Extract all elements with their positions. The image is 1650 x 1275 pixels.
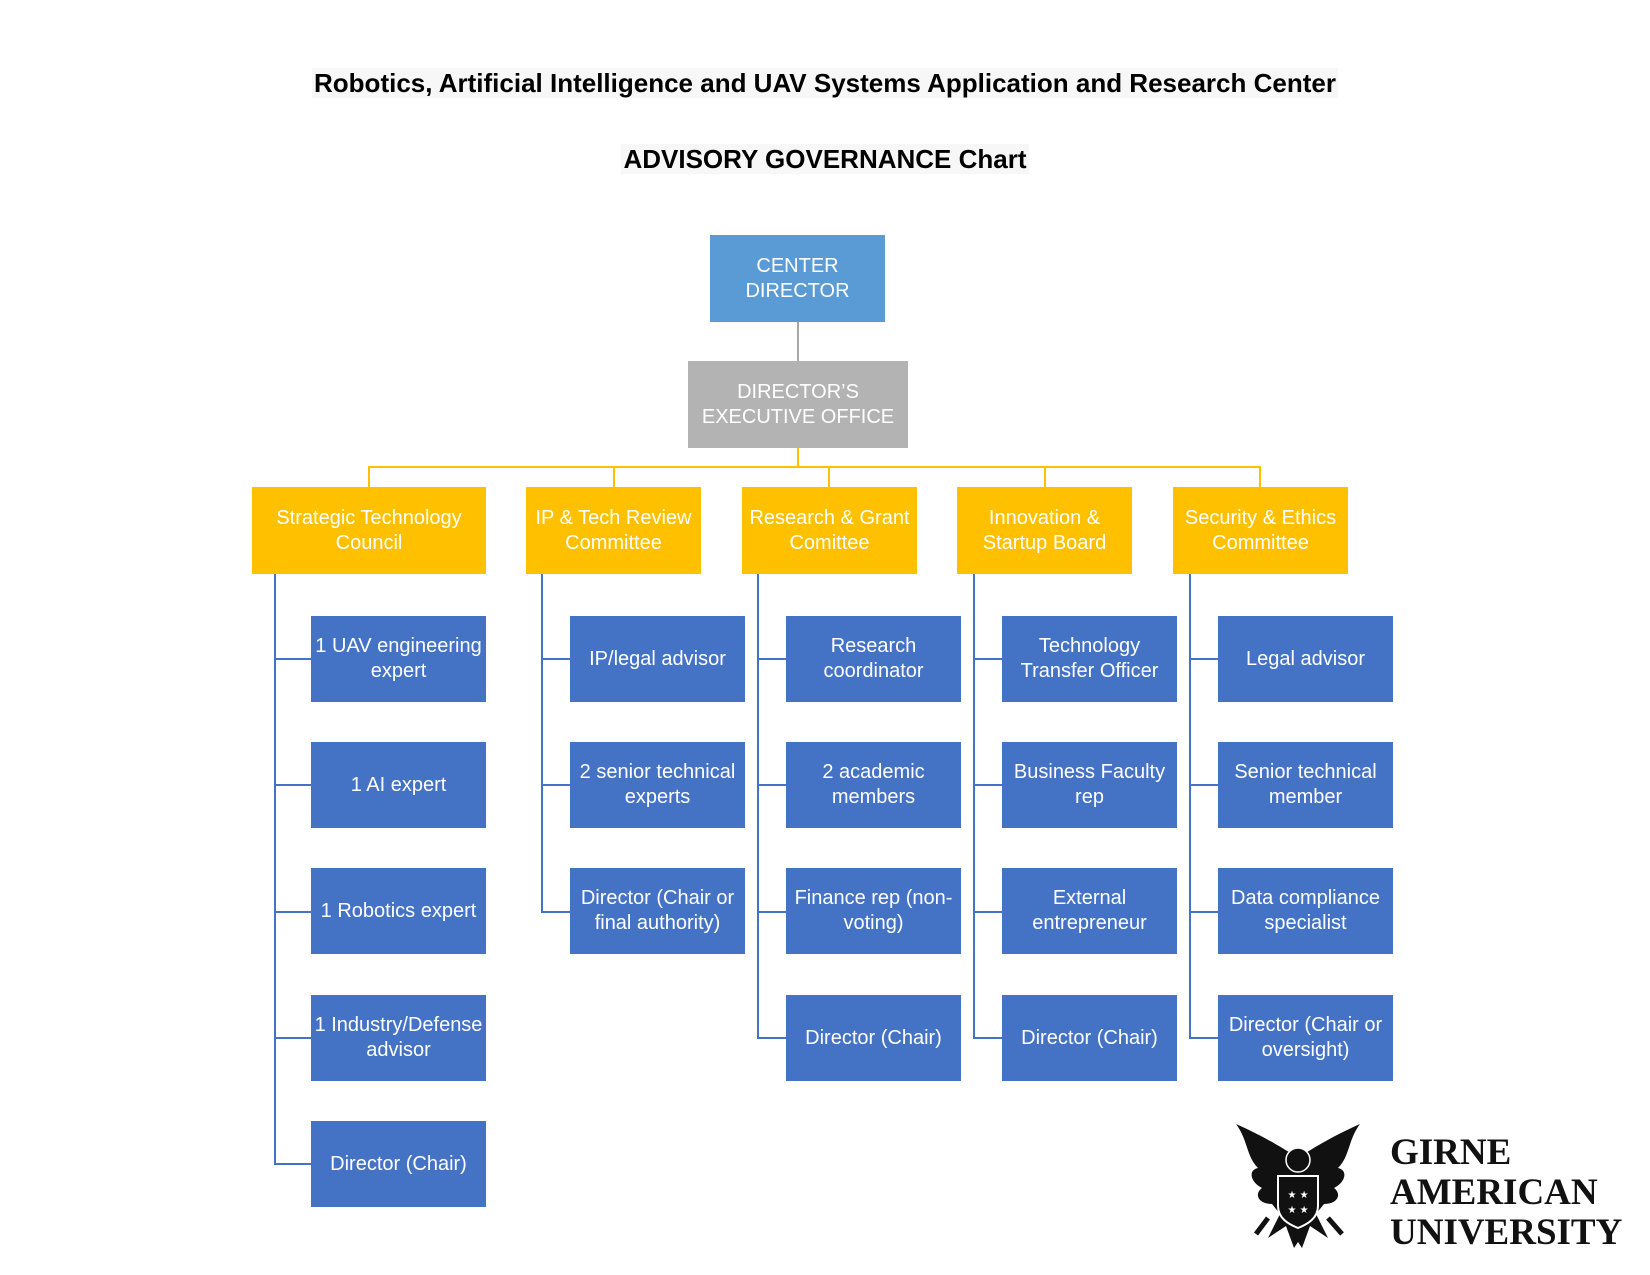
member-tick xyxy=(274,1037,311,1039)
committee-ip-tech-review: IP & Tech Review Committee xyxy=(526,487,701,574)
member-tick xyxy=(1189,658,1218,660)
member-tick xyxy=(1189,911,1218,913)
member-tick xyxy=(757,1037,786,1039)
member-box: Senior technical member xyxy=(1218,742,1393,828)
member-box: Finance rep (non-voting) xyxy=(786,868,961,954)
member-tick xyxy=(274,658,311,660)
connector-director-exec xyxy=(797,322,799,361)
member-box: Business Faculty rep xyxy=(1002,742,1177,828)
member-box: 1 UAV engineering expert xyxy=(311,616,486,702)
member-box: Director (Chair) xyxy=(311,1121,486,1207)
member-box: Technology Transfer Officer xyxy=(1002,616,1177,702)
member-tick xyxy=(1189,784,1218,786)
member-tick xyxy=(541,784,570,786)
member-spine-5 xyxy=(1189,574,1191,1039)
member-box: Legal advisor xyxy=(1218,616,1393,702)
member-tick xyxy=(973,658,1002,660)
member-box: 2 academic members xyxy=(786,742,961,828)
member-tick xyxy=(274,784,311,786)
committee-strategic-technology-council: Strategic Technology Council xyxy=(252,487,486,574)
member-tick xyxy=(1189,1037,1218,1039)
committee-innovation-startup: Innovation & Startup Board xyxy=(957,487,1132,574)
member-box: Data compliance specialist xyxy=(1218,868,1393,954)
member-spine-2 xyxy=(541,574,543,912)
member-tick xyxy=(757,784,786,786)
member-tick xyxy=(541,911,570,913)
university-name: GIRNE AMERICAN UNIVERSITY xyxy=(1390,1132,1623,1253)
member-box: Research coordinator xyxy=(786,616,961,702)
member-tick xyxy=(973,784,1002,786)
member-spine-4 xyxy=(973,574,975,1039)
member-box: IP/legal advisor xyxy=(570,616,745,702)
connector-committee-1 xyxy=(368,466,370,487)
member-box: Director (Chair) xyxy=(1002,995,1177,1081)
member-box: 1 Industry/Defense advisor xyxy=(311,995,486,1081)
member-tick xyxy=(274,1163,311,1165)
member-box: 1 AI expert xyxy=(311,742,486,828)
member-tick xyxy=(541,658,570,660)
connector-committee-3 xyxy=(828,466,830,487)
svg-text:★ ★: ★ ★ xyxy=(1287,1205,1308,1216)
chart-subtitle: ADVISORY GOVERNANCE Chart xyxy=(621,144,1029,174)
svg-text:★ ★: ★ ★ xyxy=(1287,1190,1308,1201)
member-tick xyxy=(973,911,1002,913)
committee-security-ethics: Security & Ethics Committee xyxy=(1173,487,1348,574)
connector-horizontal-bus xyxy=(368,466,1259,468)
member-tick xyxy=(757,911,786,913)
member-box: Director (Chair) xyxy=(786,995,961,1081)
committee-research-grant: Research & Grant Comittee xyxy=(742,487,917,574)
member-box: 2 senior technical experts xyxy=(570,742,745,828)
member-tick xyxy=(757,658,786,660)
executive-office-box: DIRECTOR’S EXECUTIVE OFFICE xyxy=(688,361,908,448)
member-spine-3 xyxy=(757,574,759,1039)
member-box: External entrepreneur xyxy=(1002,868,1177,954)
connector-committee-4 xyxy=(1044,466,1046,487)
member-tick xyxy=(973,1037,1002,1039)
center-director-box: CENTER DIRECTOR xyxy=(710,235,885,322)
chart-title: Robotics, Artificial Intelligence and UA… xyxy=(312,68,1338,98)
eagle-crest-icon: ★ ★ ★ ★ xyxy=(1236,1124,1360,1248)
member-box: Director (Chair or oversight) xyxy=(1218,995,1393,1081)
member-spine-1 xyxy=(274,574,276,1164)
connector-committee-5 xyxy=(1259,466,1261,487)
connector-exec-down xyxy=(797,448,799,467)
member-tick xyxy=(274,911,311,913)
member-box: Director (Chair or final authority) xyxy=(570,868,745,954)
member-box: 1 Robotics expert xyxy=(311,868,486,954)
connector-committee-2 xyxy=(613,466,615,487)
